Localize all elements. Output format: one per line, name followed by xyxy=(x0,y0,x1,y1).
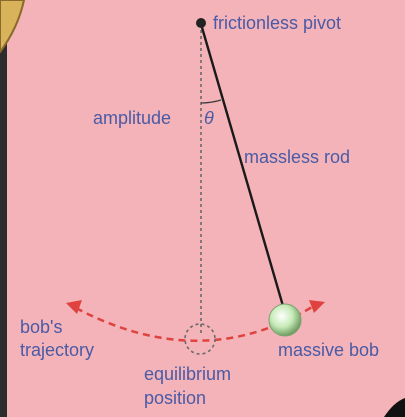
pendulum-rod xyxy=(199,23,285,307)
trajectory-label-line1: bob's xyxy=(20,317,62,337)
trajectory-arrow-left xyxy=(66,300,82,314)
theta-label: θ xyxy=(204,108,214,128)
corner-decoration xyxy=(0,0,26,54)
pendulum-bob xyxy=(268,303,302,337)
trajectory-label-line2: trajectory xyxy=(20,340,94,360)
pivot-label: frictionless pivot xyxy=(213,13,341,33)
equilibrium-label-line2: position xyxy=(144,388,206,408)
bob-label: massive bob xyxy=(278,340,379,360)
amplitude-label: amplitude xyxy=(93,108,171,128)
trajectory-arrow-right xyxy=(309,300,325,313)
equilibrium-marker xyxy=(184,323,216,355)
pivot-point xyxy=(196,18,206,28)
angle-arc xyxy=(200,99,222,104)
rod-label: massless rod xyxy=(244,147,350,167)
equilibrium-label-line1: equilibrium xyxy=(144,364,231,384)
corner-shadow xyxy=(384,398,405,417)
diagram-background xyxy=(7,0,405,417)
